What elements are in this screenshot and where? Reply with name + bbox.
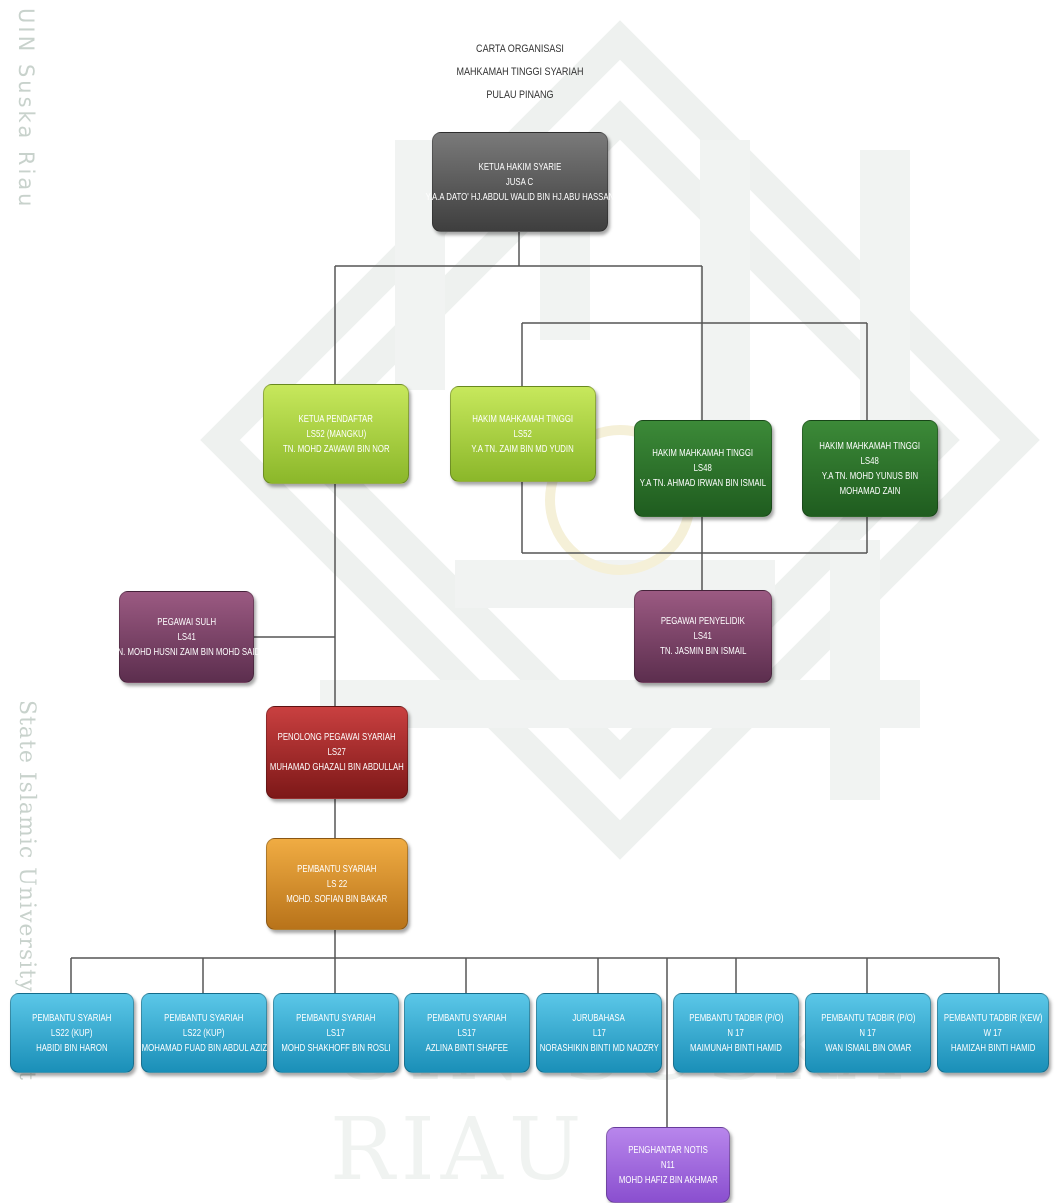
node-staff-4: PEMBANTU SYARIAH LS17 AZLINA BINTI SHAFE… <box>404 993 530 1073</box>
chart-title-line-2: MAHKAMAH TINGGI SYARIAH <box>456 66 584 78</box>
node-ketua-hakim-syarie: KETUA HAKIM SYARIE JUSA C Y.A.A DATO' HJ… <box>426 132 614 232</box>
node-grade: LS52 (MANGKU) <box>306 428 366 440</box>
node-grade: L17 <box>592 1027 606 1039</box>
node-name: Y.A TN. MOHD YUNUS BIN MOHAMAD ZAIN <box>821 470 919 497</box>
node-title: HAKIM MAHKAMAH TINGGI <box>819 440 921 452</box>
node-title: PEGAWAI SULH <box>157 616 216 628</box>
node-grade: N 17 <box>859 1027 877 1039</box>
chart-title-line-3: PULAU PINANG <box>486 89 554 101</box>
node-title: KETUA HAKIM SYARIE <box>478 161 562 173</box>
node-hakim-mahkamah-tinggi-3: HAKIM MAHKAMAH TINGGI LS48 Y.A TN. MOHD … <box>802 420 938 517</box>
node-grade: JUSA C <box>506 176 534 188</box>
node-title: PEMBANTU SYARIAH <box>164 1012 244 1024</box>
node-title: PEGAWAI PENYELIDIK <box>661 616 745 627</box>
node-title: PENOLONG PEGAWAI SYARIAH <box>277 732 397 743</box>
node-grade: N11 <box>661 1159 675 1171</box>
node-staff-6: PEMBANTU TADBIR (P/O) N 17 MAIMUNAH BINT… <box>673 993 799 1073</box>
node-pembantu-syariah-ls22: PEMBANTU SYARIAH LS 22 MOHD. SOFIAN BIN … <box>266 838 408 930</box>
node-grade: LS 22 <box>326 878 348 890</box>
node-pegawai-penyelidik: PEGAWAI PENYELIDIK LS41 TN. JASMIN BIN I… <box>634 590 772 683</box>
node-name: Y.A.A DATO' HJ.ABDUL WALID BIN HJ.ABU HA… <box>425 191 615 203</box>
node-staff-3: PEMBANTU SYARIAH LS17 MOHD SHAKHOFF BIN … <box>273 993 399 1073</box>
node-grade: LS17 <box>326 1027 346 1039</box>
node-name: MOHD HAFIZ BIN AKHMAR <box>618 1174 718 1186</box>
node-name: TN. JASMIN BIN ISMAIL <box>659 646 747 657</box>
node-name: TN. MOHD HUSNI ZAIM BIN MOHD SAID <box>112 646 261 658</box>
node-name: MAIMUNAH BINTI HAMID <box>690 1042 782 1054</box>
node-name: Y.A TN. AHMAD IRWAN BIN ISMAIL <box>639 478 767 489</box>
node-hakim-mahkamah-tinggi-2: HAKIM MAHKAMAH TINGGI LS48 Y.A TN. AHMAD… <box>634 420 772 517</box>
node-name: TN. MOHD ZAWAWI BIN NOR <box>282 443 390 455</box>
node-name: MOHAMAD FUAD BIN ABDUL AZIZ <box>141 1042 267 1054</box>
node-name: HAMIZAH BINTI HAMID <box>950 1042 1036 1054</box>
node-title: PEMBANTU TADBIR (P/O) <box>820 1012 916 1024</box>
node-grade: LS17 <box>457 1027 477 1039</box>
node-grade: LS41 <box>177 631 196 643</box>
node-grade: LS52 <box>513 428 533 440</box>
node-staff-1: PEMBANTU SYARIAH LS22 (KUP) HABIDI BIN H… <box>10 993 134 1073</box>
node-title: PEMBANTU TADBIR (P/O) <box>688 1012 784 1024</box>
node-title: PENGHANTAR NOTIS <box>628 1144 708 1156</box>
node-penolong-pegawai-syariah: PENOLONG PEGAWAI SYARIAH LS27 MUHAMAD GH… <box>266 706 408 799</box>
node-title: PEMBANTU SYARIAH <box>32 1012 112 1024</box>
node-grade: W 17 <box>983 1027 1003 1039</box>
node-grade: LS48 <box>860 455 880 467</box>
chart-title-line-1: CARTA ORGANISASI <box>476 43 564 55</box>
node-pegawai-sulh: PEGAWAI SULH LS41 TN. MOHD HUSNI ZAIM BI… <box>113 591 260 683</box>
node-penghantar-notis: PENGHANTAR NOTIS N11 MOHD HAFIZ BIN AKHM… <box>606 1127 730 1203</box>
node-grade: LS48 <box>693 463 713 474</box>
node-grade: LS41 <box>693 631 713 642</box>
node-ketua-pendaftar: KETUA PENDAFTAR LS52 (MANGKU) TN. MOHD Z… <box>263 384 409 484</box>
node-title: HAKIM MAHKAMAH TINGGI <box>652 448 754 459</box>
node-name: AZLINA BINTI SHAFEE <box>425 1042 509 1054</box>
node-grade: N 17 <box>727 1027 745 1039</box>
node-hakim-mahkamah-tinggi-1: HAKIM MAHKAMAH TINGGI LS52 Y.A TN. ZAIM … <box>450 386 596 482</box>
node-title: HAKIM MAHKAMAH TINGGI <box>472 413 574 425</box>
node-grade: LS22 (KUP) <box>183 1027 225 1039</box>
node-staff-2: PEMBANTU SYARIAH LS22 (KUP) MOHAMAD FUAD… <box>141 993 267 1073</box>
node-title: KETUA PENDAFTAR <box>298 413 374 425</box>
node-title: PEMBANTU TADBIR (KEW) <box>943 1012 1043 1024</box>
node-title: PEMBANTU SYARIAH <box>427 1012 507 1024</box>
node-name: Y.A TN. ZAIM BIN MD YUDIN <box>471 443 575 455</box>
node-grade: LS22 (KUP) <box>51 1027 93 1039</box>
node-name: MUHAMAD GHAZALI BIN ABDULLAH <box>270 762 404 773</box>
node-name: MOHD SHAKHOFF BIN ROSLI <box>281 1042 391 1054</box>
node-staff-5: JURUBAHASA L17 NORASHIKIN BINTI MD NADZR… <box>536 993 662 1073</box>
node-grade: LS27 <box>327 747 347 758</box>
node-name: MOHD. SOFIAN BIN BAKAR <box>286 893 388 905</box>
node-name: HABIDI BIN HARON <box>36 1042 108 1054</box>
chart-title: CARTA ORGANISASI MAHKAMAH TINGGI SYARIAH… <box>438 38 602 107</box>
node-staff-8: PEMBANTU TADBIR (KEW) W 17 HAMIZAH BINTI… <box>937 993 1049 1073</box>
node-name: NORASHIKIN BINTI MD NADZRY <box>539 1042 659 1054</box>
node-title: JURUBAHASA <box>572 1012 626 1024</box>
node-name: WAN ISMAIL BIN OMAR <box>824 1042 912 1054</box>
node-title: PEMBANTU SYARIAH <box>296 1012 376 1024</box>
watermark-side-top: UIN Suska Riau <box>14 8 38 210</box>
node-title: PEMBANTU SYARIAH <box>297 863 377 875</box>
node-staff-7: PEMBANTU TADBIR (P/O) N 17 WAN ISMAIL BI… <box>805 993 931 1073</box>
